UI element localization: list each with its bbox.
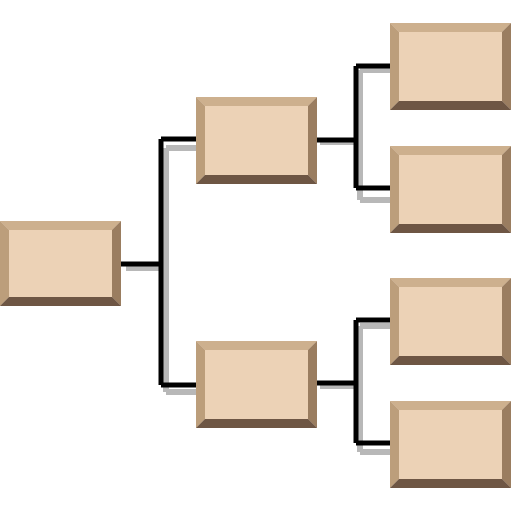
leaf-node-4 xyxy=(390,401,511,488)
nodes xyxy=(0,23,511,488)
root-connector xyxy=(120,136,197,388)
node-bevel-left xyxy=(196,341,205,428)
node-bevel-bottom xyxy=(196,175,317,184)
node-face xyxy=(205,350,308,419)
node-bevel-right xyxy=(502,278,511,365)
connectors xyxy=(120,63,392,446)
node-bevel-right xyxy=(308,97,317,184)
node-face xyxy=(399,287,502,356)
node-bevel-right xyxy=(502,401,511,488)
node-face xyxy=(399,410,502,479)
node-bevel-top xyxy=(196,97,317,106)
node-bevel-left xyxy=(390,146,399,233)
root-node xyxy=(0,221,121,306)
node-face xyxy=(399,155,502,224)
node-bevel-bottom xyxy=(390,356,511,365)
node-bevel-top xyxy=(390,401,511,410)
root-connector-shadow xyxy=(126,145,200,395)
bottom-branch-connector-shadow xyxy=(320,323,394,455)
node-face xyxy=(205,106,308,175)
node-bevel-top xyxy=(196,341,317,350)
node-bevel-bottom xyxy=(390,479,511,488)
node-bevel-top xyxy=(390,23,511,32)
node-bevel-right xyxy=(308,341,317,428)
leaf-node-2 xyxy=(390,146,511,233)
child-node-bottom xyxy=(196,341,317,428)
node-face xyxy=(399,32,502,101)
node-bevel-right xyxy=(112,221,121,306)
node-bevel-top xyxy=(390,146,511,155)
node-bevel-bottom xyxy=(0,297,121,306)
node-bevel-left xyxy=(0,221,9,306)
node-bevel-top xyxy=(0,221,121,230)
leaf-node-3 xyxy=(390,278,511,365)
node-bevel-top xyxy=(390,278,511,287)
node-face xyxy=(9,230,112,297)
child-node-top xyxy=(196,97,317,184)
node-bevel-bottom xyxy=(390,224,511,233)
node-bevel-left xyxy=(390,278,399,365)
node-bevel-left xyxy=(390,401,399,488)
node-bevel-bottom xyxy=(196,419,317,428)
bottom-branch-connector xyxy=(316,317,392,446)
top-branch-connector xyxy=(316,63,392,191)
node-bevel-bottom xyxy=(390,101,511,110)
node-bevel-right xyxy=(502,23,511,110)
node-bevel-left xyxy=(196,97,205,184)
leaf-node-1 xyxy=(390,23,511,110)
node-bevel-left xyxy=(390,23,399,110)
node-bevel-right xyxy=(502,146,511,233)
